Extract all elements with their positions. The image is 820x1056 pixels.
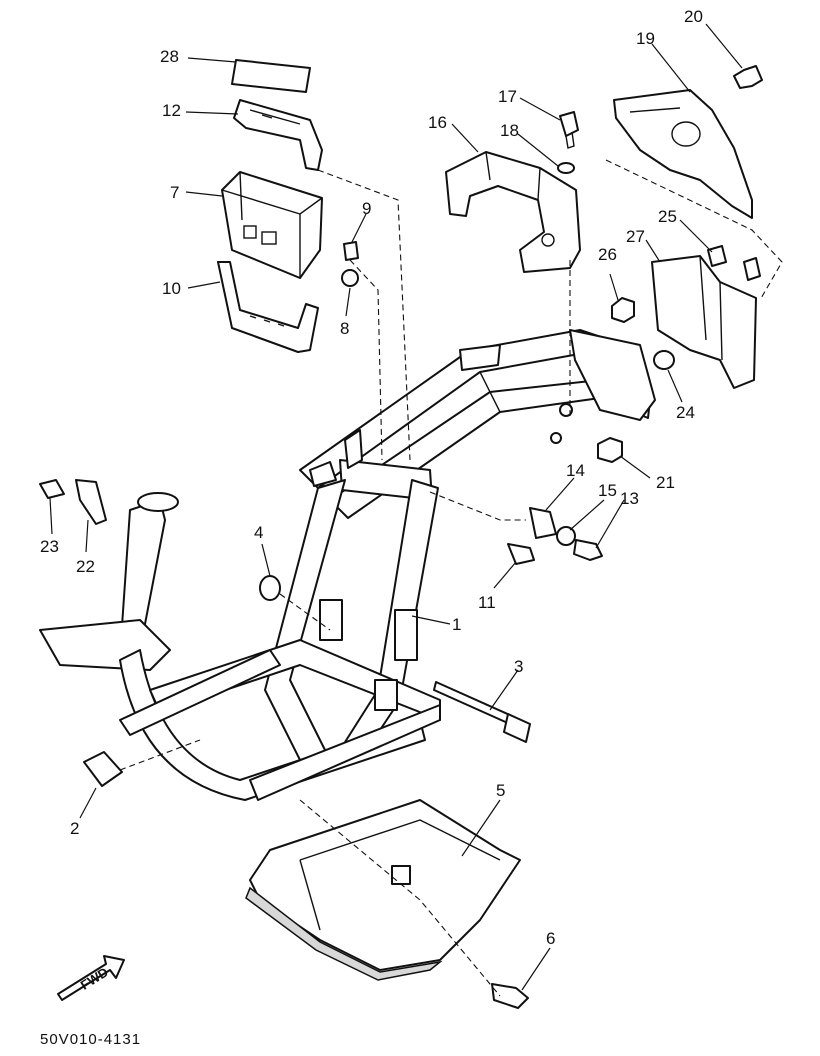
callout-17: 17 bbox=[498, 87, 517, 106]
callout-12: 12 bbox=[162, 101, 181, 120]
callout-24: 24 bbox=[676, 403, 695, 422]
callout-23: 23 bbox=[40, 537, 59, 556]
callout-11: 11 bbox=[478, 593, 496, 612]
main-frame-drawing bbox=[39, 329, 656, 801]
part-27-side-cover bbox=[651, 255, 757, 389]
part-8-washer bbox=[341, 269, 359, 287]
callout-25: 25 bbox=[658, 207, 677, 226]
callout-18: 18 bbox=[500, 121, 519, 140]
part-28-label-sticker bbox=[231, 59, 311, 93]
callout-27: 27 bbox=[626, 227, 645, 246]
part-15-collar bbox=[556, 526, 576, 546]
part-7-battery-box bbox=[221, 171, 323, 279]
callout-8: 8 bbox=[340, 319, 349, 338]
part-23-bolt bbox=[39, 479, 65, 499]
part-4-collar bbox=[259, 575, 281, 601]
part-11-bolt bbox=[507, 543, 535, 565]
part-20-bolt bbox=[733, 65, 763, 89]
callout-14: 14 bbox=[566, 461, 585, 480]
part-21-nut bbox=[597, 437, 623, 463]
callout-26: 26 bbox=[598, 245, 617, 264]
callout-13: 13 bbox=[620, 489, 639, 508]
assembly-guide-lines bbox=[119, 159, 783, 997]
callout-10: 10 bbox=[162, 279, 181, 298]
callout-16: 16 bbox=[428, 113, 447, 132]
part-24-cap bbox=[653, 350, 675, 370]
part-22-bracket bbox=[75, 479, 107, 525]
part-26-nut bbox=[611, 297, 635, 323]
callout-9: 9 bbox=[362, 199, 371, 218]
part-2-collar bbox=[83, 751, 123, 787]
callout-20: 20 bbox=[684, 7, 703, 26]
callout-21: 21 bbox=[656, 473, 675, 492]
part-18-washer bbox=[557, 162, 575, 174]
callout-4: 4 bbox=[254, 523, 263, 542]
part-14-damper bbox=[529, 507, 557, 539]
callout-5: 5 bbox=[496, 781, 505, 800]
part-9-clip bbox=[343, 241, 359, 261]
part-5-under-cover bbox=[245, 799, 521, 981]
callout-numbers: 28 12 7 9 10 8 17 16 18 20 19 25 27 26 2… bbox=[40, 7, 703, 948]
part-25-bolt bbox=[707, 245, 761, 281]
callout-2: 2 bbox=[70, 819, 79, 838]
callout-1: 1 bbox=[452, 615, 461, 634]
forward-direction-arrow: FWD bbox=[57, 955, 125, 1001]
callout-7: 7 bbox=[170, 183, 179, 202]
callout-3: 3 bbox=[514, 657, 523, 676]
part-16-rear-bracket bbox=[445, 151, 581, 273]
part-6-bolt bbox=[491, 983, 529, 1009]
part-10-battery-holder bbox=[217, 261, 319, 353]
part-12-battery-band bbox=[233, 99, 323, 171]
callout-19: 19 bbox=[636, 29, 655, 48]
callout-leader-lines bbox=[49, 23, 743, 991]
diagram-code: 50V010-4131 bbox=[40, 1031, 141, 1048]
callout-22: 22 bbox=[76, 557, 95, 576]
callout-15: 15 bbox=[598, 481, 617, 500]
part-17-bolt bbox=[559, 111, 579, 149]
part-13-bolt bbox=[573, 539, 603, 561]
part-3-long-bolt bbox=[433, 681, 531, 743]
callout-6: 6 bbox=[546, 929, 555, 948]
callout-28: 28 bbox=[160, 47, 179, 66]
part-19-cover-bracket bbox=[613, 89, 753, 219]
